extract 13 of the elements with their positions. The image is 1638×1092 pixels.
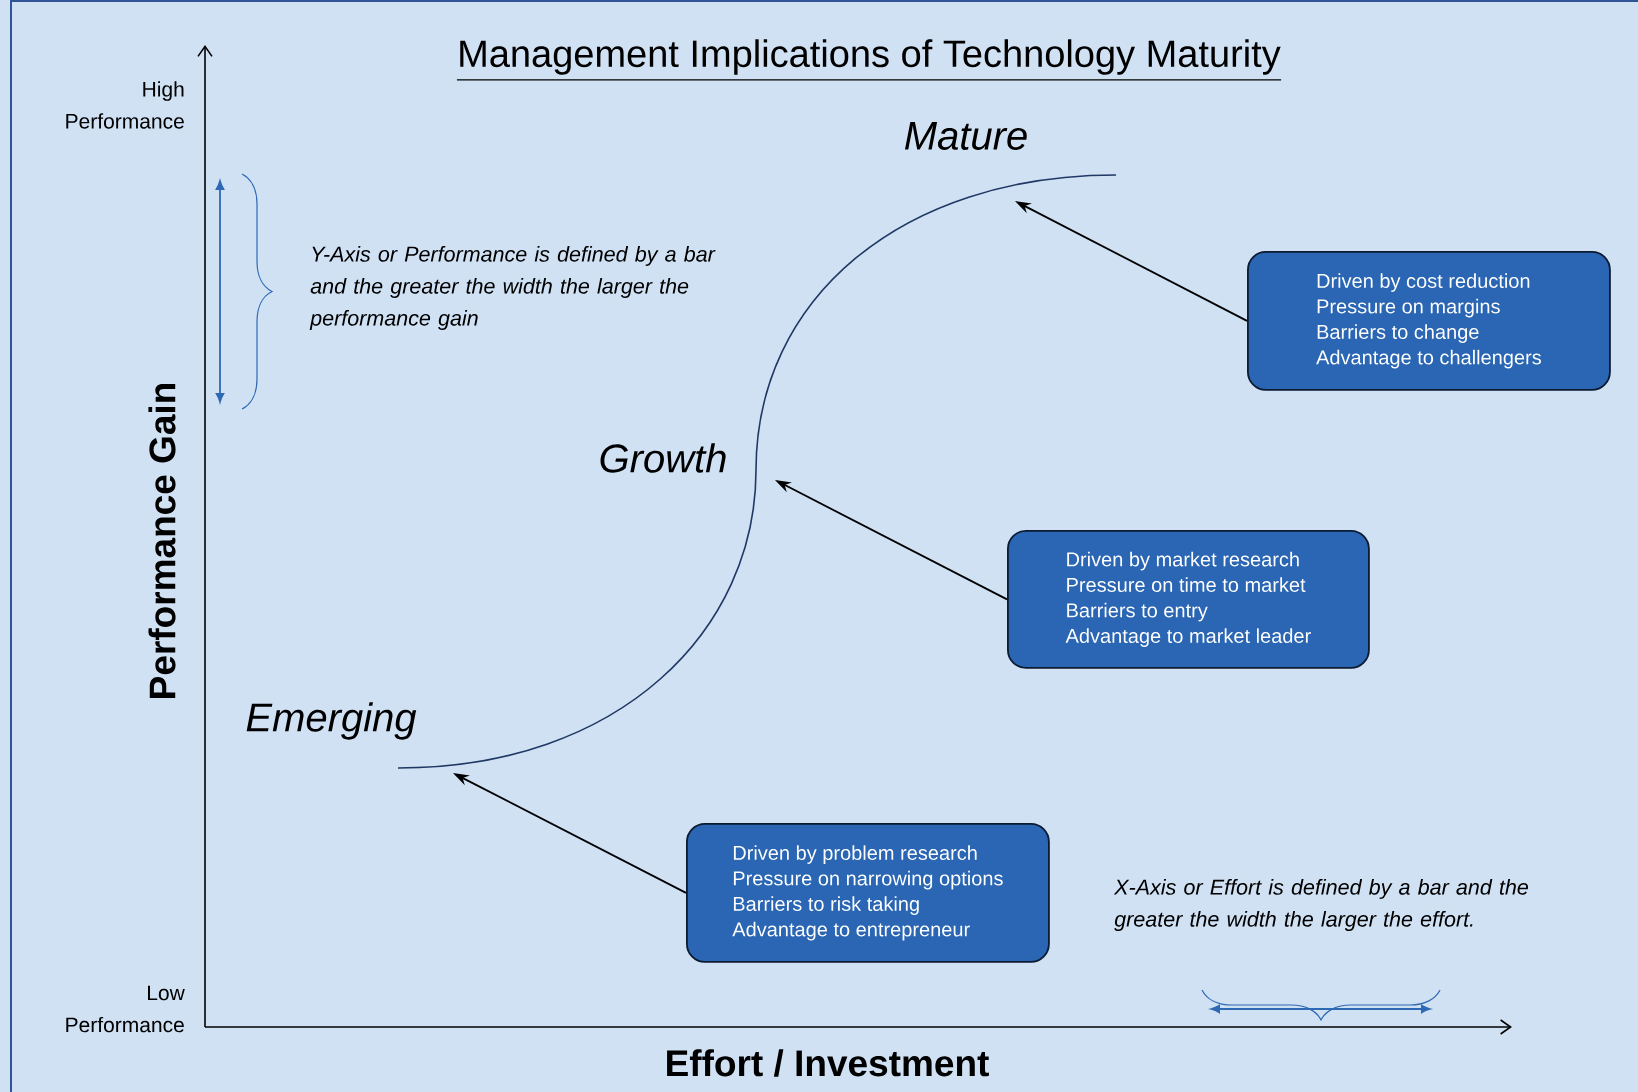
axis-end-label: Low Performance	[66, 985, 185, 1033]
info-box: Driven by problem research Pressure on narrowing options Barriers to risk taking Advantage to entrepreneur	[686, 823, 1050, 963]
stage-label: Growth	[600, 443, 726, 473]
axis-end-label: High Performance	[66, 81, 184, 129]
stage-label: Emerging	[246, 702, 417, 740]
title: Management Implications of Technology Maturity	[460, 39, 1281, 75]
note: Y-Axis or Performance is defined by a bar and the greater the width the larger the performance gain	[309, 245, 716, 330]
info-box: Driven by market research Pressure on time to market Barriers to entry Advantage to market leader	[1007, 530, 1370, 669]
axis-title: Effort / Investment	[667, 1049, 989, 1077]
stage-label: Mature	[905, 122, 1027, 150]
note: X-Axis or Effort is defined by a bar and the greater the width the larger the effort.	[1113, 879, 1529, 932]
info-box: Driven by cost reduction Pressure on margins Barriers to change Advantage to challengers	[1247, 251, 1611, 391]
axis-title: Performance Gain	[148, 383, 176, 698]
